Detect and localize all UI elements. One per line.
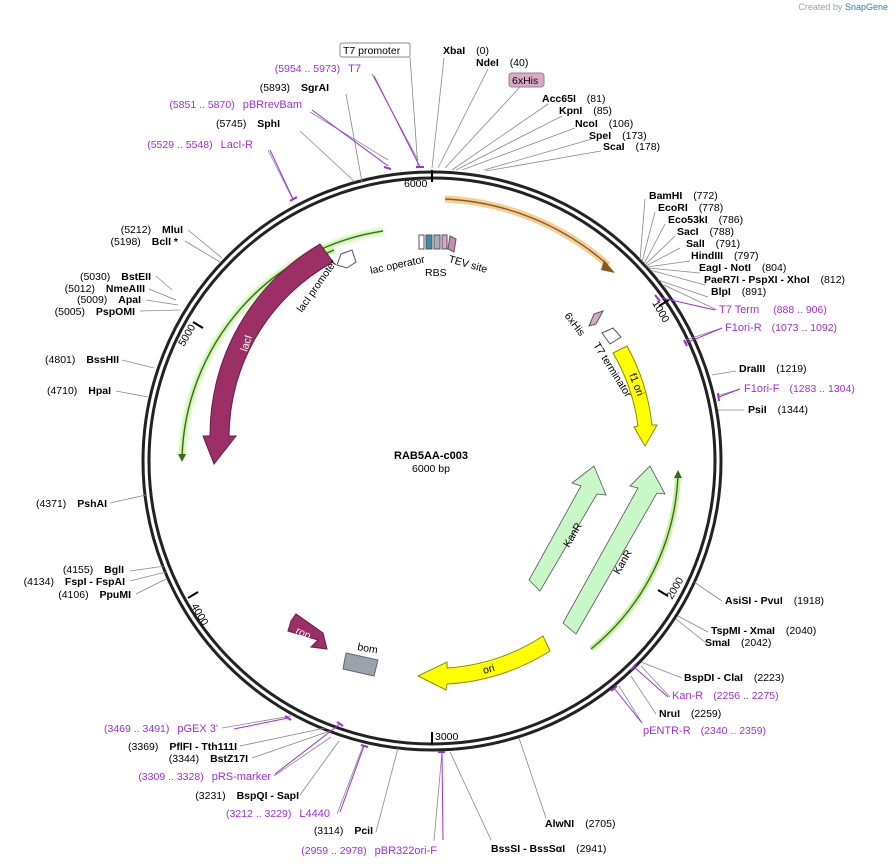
lac-operator-box xyxy=(418,234,425,250)
site-bspDI-claI: BspDI - ClaI (2223) xyxy=(684,672,784,684)
his-box-top xyxy=(433,234,441,250)
primer-pgex-3: (3469 .. 3491)pGEX 3' xyxy=(104,723,218,735)
site-xbaI: XbaI (0) xyxy=(443,45,489,57)
site-bclI: (5198) BclI * xyxy=(110,236,178,248)
tev-arrow xyxy=(447,235,457,253)
site-pciI: (3114) PciI xyxy=(314,825,373,837)
site-asiSI-pvuI: AsiSI - PvuI (1918) xyxy=(725,595,824,607)
t7-promoter-label: T7 promoter xyxy=(343,45,401,57)
plasmid-length: 6000 bp xyxy=(412,463,450,475)
site-smaI: SmaI (2042) xyxy=(705,637,771,649)
site-psiI: PsiI (1344) xyxy=(748,404,808,416)
site-pspOMI: (5005) PspOMI xyxy=(55,306,135,318)
t7-promoter-box xyxy=(339,42,411,58)
tev-site-label: TEV site xyxy=(447,253,489,276)
his-inner-arrow xyxy=(588,310,605,327)
rbs-box xyxy=(425,234,433,250)
site-fspI-fspAI: (4134) FspI - FspAI xyxy=(24,576,125,588)
his-top-box xyxy=(508,72,545,88)
tick-label-2000: 2000 xyxy=(664,575,686,601)
site-bssHII: (4801) BssHII xyxy=(45,354,119,366)
site-alwNI: AlwNI (2705) xyxy=(545,818,615,830)
lac-operator-label: lac operator xyxy=(369,254,426,277)
his-top-label: 6xHis xyxy=(512,75,538,87)
site-ndeI: NdeI (40) xyxy=(476,57,528,69)
site-hindIII: HindIII (797) xyxy=(691,250,759,262)
primer-prs-marker: (3309 .. 3328)pRS-marker xyxy=(138,771,271,783)
site-speI: SpeI (173) xyxy=(589,130,647,142)
ori-arrow xyxy=(416,635,551,691)
site-bssSI: BssSI - BssSαI (2941) xyxy=(491,843,606,855)
site-bspQI-sapI: (3231) BspQI - SapI xyxy=(195,790,299,802)
site-tspMI-xmaI: TspMI - XmaI (2040) xyxy=(711,625,816,637)
primer-laci-r: (5529 .. 5548)LacI-R xyxy=(147,139,253,151)
site-ncoI: NcoI (106) xyxy=(575,118,633,130)
site-pshAI: (4371) PshAI xyxy=(36,498,107,510)
bom-box xyxy=(342,652,379,677)
site-nmeAIII: (5012) NmeAIII xyxy=(65,283,145,295)
rop-gene xyxy=(287,613,328,650)
site-paeR7I-xhoI: PaeR7I - PspXI - XhoI (812) xyxy=(704,274,845,286)
site-apaI: (5009) ApaI xyxy=(77,294,141,306)
primer-pentr-r: pENTR-R(2340 .. 2359) xyxy=(643,725,766,737)
ori-label: ori xyxy=(482,662,497,677)
lacI-label: lacI xyxy=(238,334,254,353)
primer-f1ori-f: F1ori-F(1283 .. 1304) xyxy=(744,383,855,395)
site-eco53kI: Eco53kI (786) xyxy=(668,214,743,226)
snapgene-credit: Created by SnapGene xyxy=(798,2,888,12)
rbs-label: RBS xyxy=(425,267,447,279)
site-ecoRI: EcoRI (778) xyxy=(658,202,723,214)
primer-pbrrevbam: (5851 .. 5870)pBRrevBam xyxy=(169,99,302,111)
tev-box xyxy=(441,234,448,250)
lacI-promoter-arrow xyxy=(336,249,357,269)
created-by-text: Created by xyxy=(798,2,843,12)
site-sgrAI: (5893) SgrAI xyxy=(260,82,329,94)
site-hpaI: (4710) HpaI xyxy=(47,385,111,397)
site-kpnI: KpnI (85) xyxy=(559,105,612,117)
plasmid-name: RAB5AA-c003 xyxy=(394,450,468,462)
tick-label-5000: 5000 xyxy=(176,322,198,348)
tick-label-3000: 3000 xyxy=(435,731,459,743)
tick-label-6000: 6000 xyxy=(404,178,428,190)
site-sacI: SacI (788) xyxy=(677,226,734,238)
site-salI: SalI (791) xyxy=(686,238,740,250)
insert-arrow xyxy=(444,195,611,268)
site-bglI: (4155) BglI xyxy=(63,564,124,576)
bom-label: bom xyxy=(356,641,378,656)
his-inner-label: 6xHis xyxy=(562,310,588,338)
primer-pbr322ori-f: (2959 .. 2978)pBR322ori-F xyxy=(301,845,437,857)
primer-l4440: (3212 .. 3229)L4440 xyxy=(226,808,330,820)
lacI-gene xyxy=(202,243,334,465)
primer-kan-r: Kan-R(2256 .. 2275) xyxy=(672,690,779,702)
primer-f1ori-r: F1ori-R(1073 .. 1092) xyxy=(725,322,837,334)
kanR-gene-1 xyxy=(528,465,607,592)
site-acc65I: Acc65I (81) xyxy=(542,93,605,105)
site-blpI: BlpI (891) xyxy=(711,286,766,298)
site-eagI-notI: EagI - NotI (804) xyxy=(699,262,786,274)
site-scaI: ScaI (178) xyxy=(603,141,660,153)
primer-t7-term: T7 Term(888 .. 906) xyxy=(719,304,827,316)
site-sphI: (5745) SphI xyxy=(216,118,280,130)
site-bamHI: BamHI (772) xyxy=(649,190,718,202)
site-nruI: NruI (2259) xyxy=(659,708,721,720)
site-pflFI-tth111I: (3369) PflFI - Tth111I xyxy=(128,741,237,753)
site-draIII: DraIII (1219) xyxy=(739,363,807,375)
rop-label: rop xyxy=(294,625,313,642)
site-mluI: (5212) MluI xyxy=(121,224,183,236)
kanR-gene-2 xyxy=(562,465,666,635)
t7-terminator-arrow xyxy=(601,327,622,345)
primer-t7: (5954 .. 5973)T7 xyxy=(275,63,361,75)
tick-label-1000: 1000 xyxy=(649,299,671,325)
connector-lines xyxy=(109,56,744,842)
f1-ori-arrow xyxy=(612,345,658,448)
site-bstZ17I: (3344) BstZ17I xyxy=(169,753,248,765)
site-ppuMI: (4106) PpuMI xyxy=(58,589,131,601)
tick-marks xyxy=(187,170,670,744)
snapgene-brand: SnapGene xyxy=(844,2,888,12)
site-bstEII: (5030) BstEII xyxy=(80,271,151,283)
